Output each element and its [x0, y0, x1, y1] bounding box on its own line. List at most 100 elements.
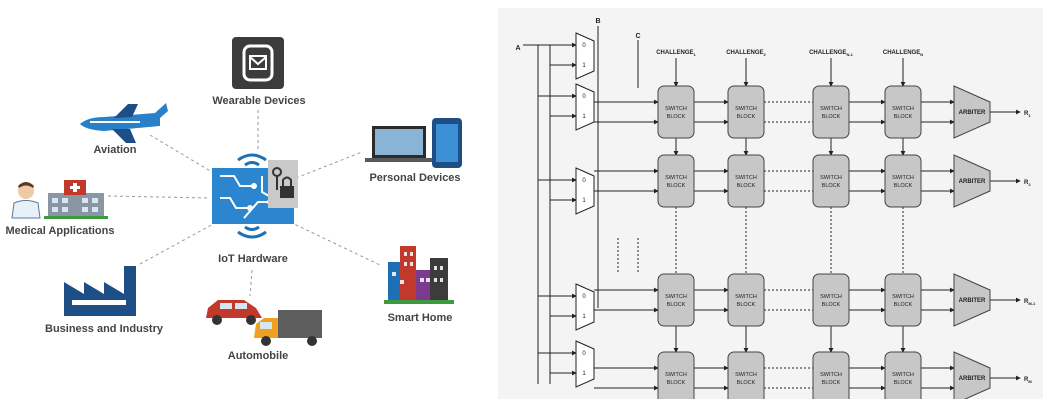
- switch-block: [884, 273, 922, 327]
- multiplexer: [575, 340, 595, 388]
- switch-block: [812, 154, 850, 208]
- hub-connectors: [107, 110, 383, 297]
- switch-block-label: BLOCK: [822, 302, 841, 308]
- switch-block-label: SWITCH: [665, 106, 687, 112]
- input-label-c: C: [635, 33, 640, 40]
- switch-block-label: BLOCK: [737, 183, 756, 189]
- iot-hardware-diagram: Wearable Devices Aviation IoT Hardware: [0, 0, 500, 399]
- switch-block-label: BLOCK: [737, 114, 756, 120]
- label-business-industry: Business and Industry: [45, 323, 164, 335]
- switch-block: [812, 273, 850, 327]
- switch-block-label: BLOCK: [737, 302, 756, 308]
- puf-components: [575, 32, 991, 404]
- switch-block-label: SWITCH: [820, 175, 842, 181]
- switch-block-label: SWITCH: [735, 372, 757, 378]
- switch-block-label: BLOCK: [667, 302, 686, 308]
- mux-label-1: 1: [582, 198, 586, 204]
- key-lock-icon: [268, 160, 298, 208]
- switch-block: [727, 85, 765, 139]
- output-label: RM: [1024, 377, 1032, 384]
- arbiter-label: ARBITER: [959, 179, 986, 185]
- label-medical-applications: Medical Applications: [5, 225, 114, 237]
- arbiter: [953, 273, 991, 327]
- mux-label-0: 0: [582, 178, 586, 184]
- mux-label-1: 1: [582, 114, 586, 120]
- switch-block: [884, 85, 922, 139]
- switch-block: [884, 351, 922, 404]
- arbiter-label: ARBITER: [959, 110, 986, 116]
- switch-block-label: BLOCK: [894, 114, 913, 120]
- switch-block: [812, 351, 850, 404]
- switch-block-label: SWITCH: [892, 106, 914, 112]
- mux-label-0: 0: [582, 43, 586, 49]
- mux-label-1: 1: [582, 314, 586, 320]
- switch-block: [727, 154, 765, 208]
- arbiter: [953, 351, 991, 404]
- label-automobile: Automobile: [228, 350, 289, 362]
- switch-block-label: SWITCH: [892, 372, 914, 378]
- switch-block-label: SWITCH: [735, 175, 757, 181]
- airplane-icon: [80, 103, 168, 143]
- arbiter: [953, 85, 991, 139]
- arbiter-label: ARBITER: [959, 376, 986, 382]
- switch-block-label: SWITCH: [892, 175, 914, 181]
- input-label-a: A: [515, 45, 520, 52]
- arbiter-label: ARBITER: [959, 298, 986, 304]
- switch-block-label: SWITCH: [820, 106, 842, 112]
- switch-block: [727, 273, 765, 327]
- puf-wires: [523, 26, 1021, 391]
- output-label: R1: [1024, 111, 1031, 118]
- switch-block-label: BLOCK: [667, 183, 686, 189]
- challenge-label: CHALLENGEN: [883, 50, 923, 57]
- switch-block: [657, 351, 695, 404]
- input-label-b: B: [595, 18, 600, 25]
- laptop-phone-icon: [365, 118, 462, 168]
- switch-block: [884, 154, 922, 208]
- switch-block: [657, 273, 695, 327]
- multiplexer: [575, 83, 595, 131]
- switch-block-label: SWITCH: [735, 106, 757, 112]
- mux-label-0: 0: [582, 94, 586, 100]
- switch-block-label: SWITCH: [735, 294, 757, 300]
- label-personal-devices: Personal Devices: [369, 172, 460, 184]
- iot-diagram-svg: Wearable Devices Aviation IoT Hardware: [5, 37, 462, 362]
- switch-block: [657, 154, 695, 208]
- label-smart-home: Smart Home: [388, 312, 453, 324]
- switch-block: [812, 85, 850, 139]
- switch-block-label: SWITCH: [665, 372, 687, 378]
- medical-icon: [11, 180, 108, 219]
- switch-block-label: SWITCH: [665, 294, 687, 300]
- switch-block-label: BLOCK: [822, 183, 841, 189]
- output-label: RM-1: [1024, 299, 1036, 306]
- factory-icon: [64, 266, 136, 316]
- multiplexer: [575, 32, 595, 80]
- challenge-label: CHALLENGE1: [656, 50, 696, 57]
- switch-block-label: SWITCH: [665, 175, 687, 181]
- switch-block-label: BLOCK: [737, 380, 756, 386]
- switch-block-label: SWITCH: [820, 372, 842, 378]
- challenge-label: CHALLENGEN-1: [809, 50, 854, 57]
- output-label: R2: [1024, 180, 1031, 187]
- smartwatch-icon: [232, 37, 284, 89]
- switch-block: [657, 85, 695, 139]
- multiplexer: [575, 167, 595, 215]
- switch-block-label: SWITCH: [892, 294, 914, 300]
- label-iot-hardware: IoT Hardware: [218, 253, 288, 265]
- arbiter: [953, 154, 991, 208]
- switch-block-label: BLOCK: [667, 380, 686, 386]
- label-aviation: Aviation: [94, 144, 137, 156]
- switch-block: [727, 351, 765, 404]
- mux-label-1: 1: [582, 371, 586, 377]
- mux-label-0: 0: [582, 351, 586, 357]
- mux-label-1: 1: [582, 63, 586, 69]
- smart-home-city-icon: [384, 246, 454, 304]
- switch-block-label: BLOCK: [894, 302, 913, 308]
- switch-block-label: BLOCK: [667, 114, 686, 120]
- switch-block-label: BLOCK: [894, 380, 913, 386]
- switch-block-label: BLOCK: [822, 114, 841, 120]
- challenge-label: CHALLENGE2: [726, 50, 766, 57]
- car-truck-icon: [206, 300, 322, 346]
